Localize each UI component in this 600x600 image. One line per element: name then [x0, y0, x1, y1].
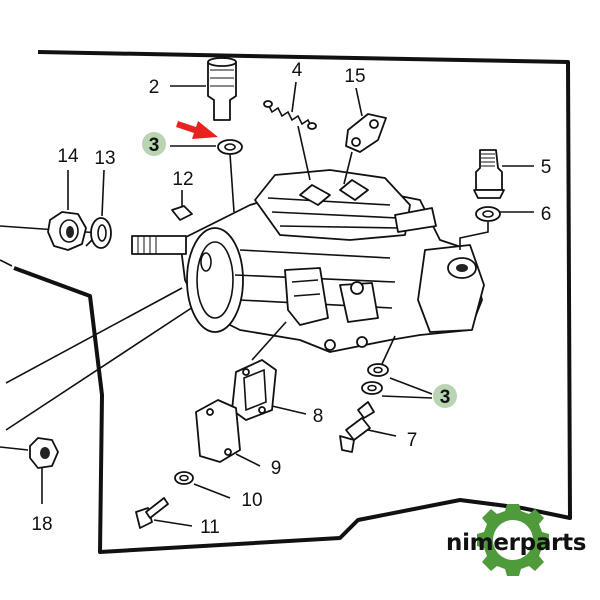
- callout-9: 9: [271, 458, 282, 479]
- callout-3-lower: 3: [440, 387, 451, 408]
- injection-pump-body: [131, 169, 485, 353]
- callout-3-top-highlight: [142, 132, 166, 156]
- part-18-nut: [29, 437, 59, 469]
- callout-3-top: 3: [149, 135, 160, 156]
- leader-9: [235, 453, 261, 467]
- leader-13: [101, 169, 105, 217]
- stud-line: [229, 153, 235, 213]
- part-9-cover: [195, 399, 241, 463]
- part-3-washer-top: [217, 139, 243, 155]
- guide-lower: [381, 335, 396, 365]
- callout-10: 10: [241, 490, 262, 511]
- diagram-frame: [13, 50, 572, 554]
- part-12-key: [171, 205, 193, 221]
- part-5-bolt: [473, 149, 505, 199]
- part-6-washer: [475, 206, 501, 222]
- frame-left-lines: [0, 225, 197, 451]
- callout-6: 6: [541, 204, 552, 225]
- red-arrow-icon: [176, 121, 218, 139]
- callout-11: 11: [200, 517, 220, 538]
- part-3-washer-lower-a: [367, 363, 389, 377]
- part-15-bracket: [345, 113, 387, 153]
- callout-4: 4: [292, 60, 303, 81]
- leader-3-lower-a: [389, 377, 433, 395]
- leader-15b: [343, 151, 353, 185]
- callout-7: 7: [407, 430, 418, 451]
- part-4-spring: [263, 100, 317, 130]
- callout-13: 13: [94, 148, 115, 169]
- leader-3-lower-b: [381, 395, 433, 399]
- part-10-washer: [174, 471, 194, 485]
- part-11-bolt: [135, 497, 169, 529]
- leader-7: [367, 429, 397, 437]
- leader-11: [153, 519, 193, 527]
- leader-4: [291, 81, 297, 113]
- guide-gasket: [251, 321, 287, 361]
- part-14-nut: [47, 211, 87, 251]
- bolt-6-guide: [459, 222, 489, 250]
- callout-3-lower-highlight: [433, 384, 457, 408]
- brand-name: nimerparts: [446, 530, 586, 556]
- callout-8: 8: [313, 406, 324, 427]
- callout-18: 18: [31, 514, 52, 535]
- callout-5: 5: [541, 157, 552, 178]
- part-2-fitting: [207, 57, 237, 121]
- callout-2: 2: [149, 77, 160, 98]
- callout-15: 15: [344, 66, 365, 87]
- part-13-lockwasher: [85, 217, 112, 249]
- part-8-gasket: [231, 359, 277, 421]
- leader-4b: [297, 125, 311, 181]
- part-7-screw: [339, 401, 375, 453]
- leader-10: [193, 483, 231, 499]
- callout-12: 12: [172, 169, 193, 190]
- leader-8: [271, 405, 307, 415]
- callout-14: 14: [57, 146, 79, 167]
- leader-15: [355, 87, 363, 117]
- brand-logo: nimerparts: [446, 504, 586, 576]
- gear-icon: [477, 504, 549, 576]
- part-3-washer-lower-b: [361, 381, 383, 395]
